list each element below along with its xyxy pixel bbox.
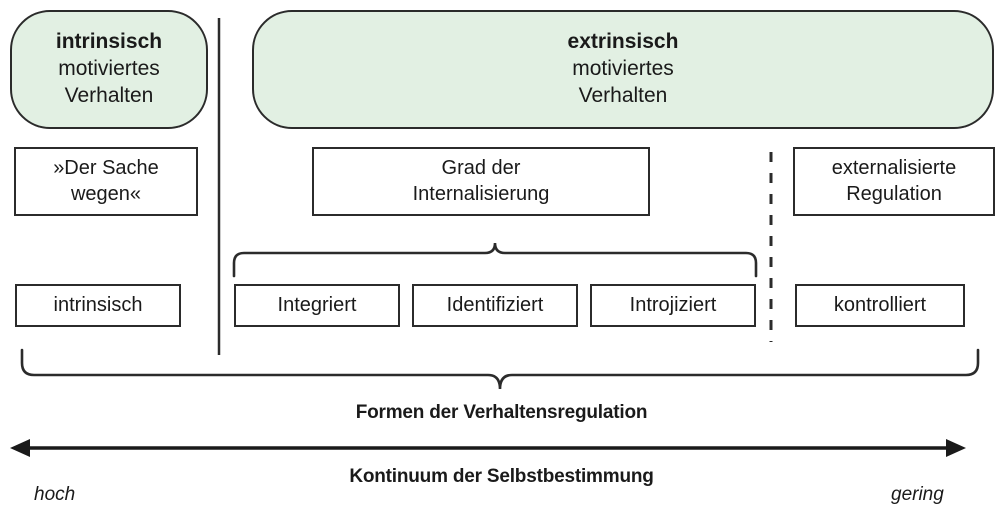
selbstbestimmung-arrow — [10, 439, 966, 457]
externalisierte-regulation-line2: Regulation — [846, 182, 942, 205]
axis-label-hoch: hoch — [34, 484, 76, 505]
extrinsic-motivation-line1: extrinsisch — [567, 30, 679, 54]
intrinsic-motivation-line3: Verhalten — [64, 83, 154, 107]
regulation-integriert-box: Integriert — [234, 284, 400, 327]
der-sache-wegen-box: »Der Sache wegen« — [14, 147, 198, 216]
extrinsic-motivation-box: extrinsisch motiviertes Verhalten — [252, 10, 994, 129]
regulation-integriert-label: Integriert — [277, 293, 357, 316]
grad-der-internalisierung-box: Grad der Internalisierung — [312, 147, 650, 216]
grad-der-internalisierung-line2: Internalisierung — [412, 182, 550, 205]
grad-der-internalisierung-line1: Grad der — [441, 156, 521, 179]
extrinsic-motivation-line3: Verhalten — [578, 83, 668, 107]
internalisierung-brace — [232, 242, 758, 278]
kontinuum-der-selbstbestimmung-caption: Kontinuum der Selbstbestimmung — [349, 466, 654, 487]
extrinsic-motivation-line2: motiviertes — [572, 57, 674, 81]
axis-label-gering: gering — [891, 484, 944, 505]
regulation-kontrolliert-label: kontrolliert — [833, 293, 927, 316]
regulation-kontrolliert-box: kontrolliert — [795, 284, 965, 327]
regulation-identifiziert-box: Identifiziert — [412, 284, 578, 327]
der-sache-wegen-line1: »Der Sache — [53, 156, 159, 179]
der-sache-wegen-line2: wegen« — [70, 182, 142, 205]
formen-der-verhaltensregulation-caption: Formen der Verhaltensregulation — [355, 402, 648, 423]
regulation-identifiziert-label: Identifiziert — [446, 293, 544, 316]
intrinsic-motivation-line1: intrinsisch — [55, 30, 163, 54]
intrinsic-motivation-line2: motiviertes — [58, 57, 160, 81]
regulation-intrinsisch-box: intrinsisch — [15, 284, 181, 327]
intrinsic-motivation-box: intrinsisch motiviertes Verhalten — [10, 10, 208, 129]
regulation-introjiziert-label: Introjiziert — [629, 293, 717, 316]
externalisierte-regulation-line1: externalisierte — [831, 156, 957, 179]
externalisierte-regulation-box: externalisierte Regulation — [793, 147, 995, 216]
regulation-intrinsisch-label: intrinsisch — [53, 293, 143, 316]
regulation-introjiziert-box: Introjiziert — [590, 284, 756, 327]
formen-brace — [20, 348, 980, 390]
